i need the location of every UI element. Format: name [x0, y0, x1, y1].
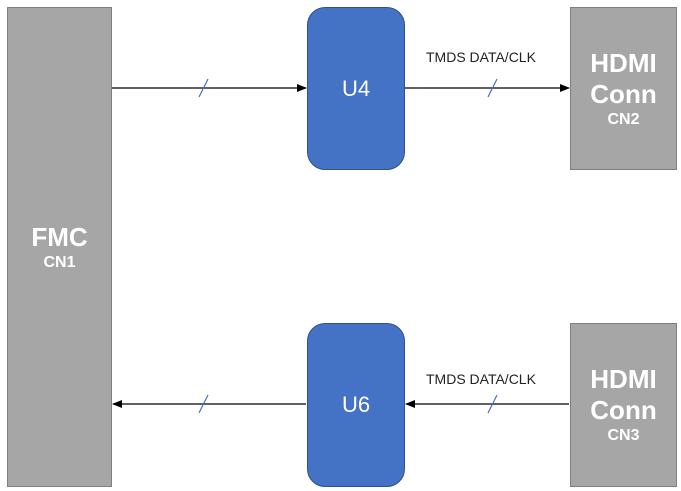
hdmi-cn3-line1: HDMI — [590, 364, 657, 394]
hdmi-connector-cn3-block: HDMI Conn CN3 — [570, 323, 677, 487]
u6-to-fmc-bus-mark — [198, 394, 209, 414]
hdmi-cn2-line2: Conn — [590, 78, 657, 109]
bottom-tmds-label: TMDS DATA/CLK — [426, 371, 536, 387]
fmc-title: FMC — [31, 221, 88, 252]
fmc-connector-block: FMC CN1 — [7, 7, 112, 487]
hdmi-cn3-line2: Conn — [590, 395, 657, 425]
hdmi-cn3-subtitle: CN3 — [607, 427, 640, 444]
hdmi-cn2-line1: HDMI — [590, 47, 657, 78]
hdmi-cn2-subtitle: CN2 — [607, 110, 640, 128]
top-tmds-label: TMDS DATA/CLK — [426, 49, 536, 65]
fmc-subtitle: CN1 — [43, 253, 76, 271]
u6-label: U6 — [341, 392, 371, 417]
u4-chip-block: U4 — [307, 7, 405, 170]
u4-label: U4 — [341, 75, 371, 101]
u6-chip-block: U6 — [307, 323, 405, 487]
fmc-to-u4-bus-mark — [198, 78, 209, 98]
hdmi-connector-cn2-block: HDMI Conn CN2 — [570, 7, 677, 170]
cn3-to-u6-bus-mark — [487, 394, 498, 414]
u4-to-cn2-bus-mark — [487, 78, 498, 98]
